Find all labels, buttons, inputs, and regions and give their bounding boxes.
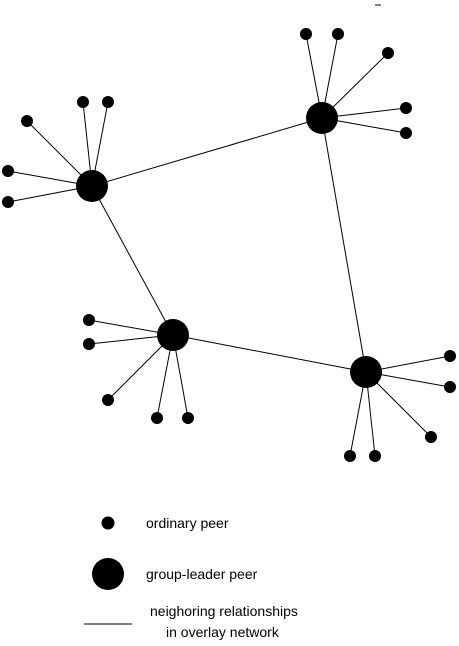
ordinary-peer-L4-3 [425,431,437,443]
legend-group-leader-label: group-leader peer [146,566,258,582]
ordinary-peer-L3-1 [83,314,95,326]
legend-group-leader-symbol [92,558,124,590]
ordinary-peer-L1-5 [2,196,14,208]
nodes-layer [2,28,456,462]
legend-ordinary-peer-symbol [101,516,115,530]
ordinary-peer-L3-5 [182,412,194,424]
ordinary-peer-L4-5 [369,450,381,462]
group-leader-peer-L3 [157,319,189,351]
ordinary-peer-L1-2 [77,96,89,108]
legend-ordinary-peer-label: ordinary peer [146,515,229,531]
group-leader-peer-L1 [76,170,108,202]
ordinary-peer-L1-1 [21,115,33,127]
ordinary-peer-L3-2 [83,338,95,350]
ordinary-peer-L2-2 [332,28,344,40]
legend-neighboring-label-line2: in overlay network [166,624,280,640]
leader-link-L1-L2 [91,117,323,187]
leader-link-L3-L4 [172,334,367,373]
ordinary-peer-L4-1 [444,350,456,362]
leader-link-L2-L4 [321,117,367,373]
ordinary-peer-L2-5 [400,127,412,139]
group-leader-peer-L4 [350,356,382,388]
ordinary-peer-L3-4 [151,412,163,424]
legend-neighboring-label-line1: neighoring relationships [150,603,298,619]
ordinary-peer-L4-2 [444,381,456,393]
ordinary-peer-L4-4 [344,450,356,462]
legend: ordinary peer group-leader peer neighori… [84,515,298,640]
ordinary-peer-L2-4 [400,102,412,114]
group-leader-peer-L2 [306,102,338,134]
ordinary-peer-L1-3 [102,96,114,108]
leader-link-L1-L3 [91,185,174,336]
ordinary-peer-L3-3 [102,394,114,406]
ordinary-peer-L2-3 [382,47,394,59]
edges-layer [7,33,451,457]
ordinary-peer-L1-4 [2,165,14,177]
ordinary-peer-L2-1 [300,28,312,40]
